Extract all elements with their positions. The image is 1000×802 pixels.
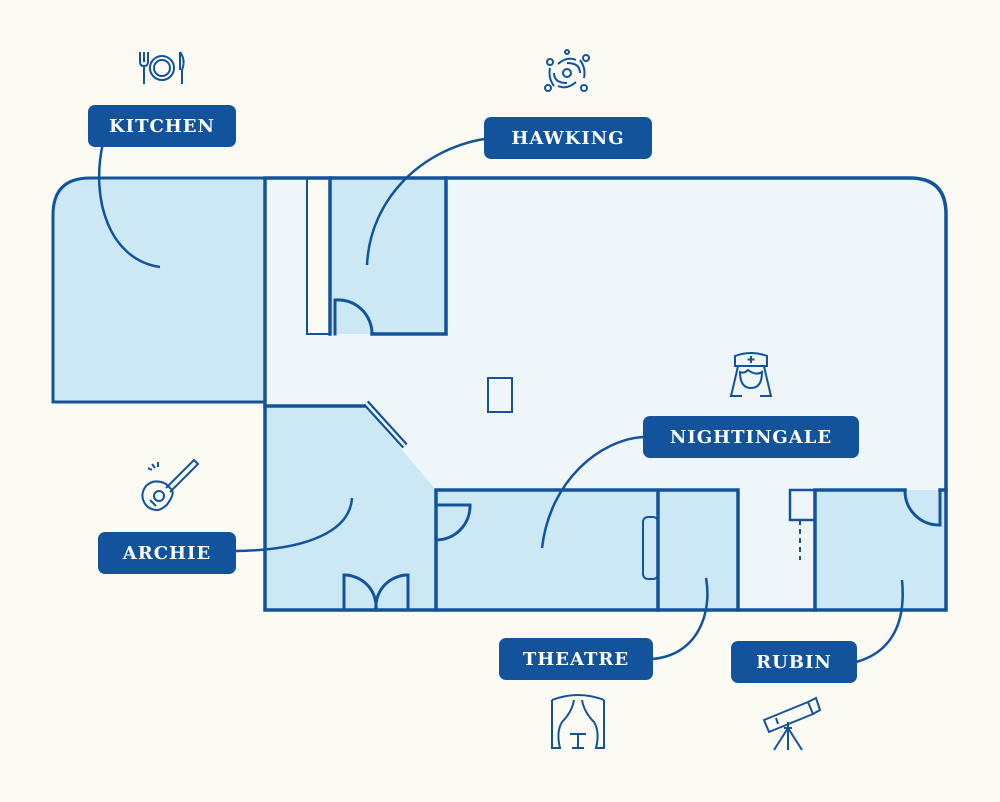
kitchen-room [51,176,267,404]
nightingale-leader [540,435,644,549]
nightingale-room [436,490,658,610]
rubin-room [815,490,946,610]
theatre-stage [642,516,659,580]
corridor-strip [306,177,331,335]
galaxy-orbit-icon [544,49,590,92]
walls [263,176,948,612]
hawking-room [330,178,446,334]
archie-label[interactable]: ARCHIE [98,532,236,574]
telescope-icon [762,696,822,751]
leader-lines [97,137,904,664]
hall-pillar [487,377,513,413]
archie-leader [235,497,354,553]
theatre-label[interactable]: THEATRE [499,638,653,680]
rubin-leader [855,579,904,664]
kitchen-leader [97,142,161,269]
hawking-label[interactable]: HAWKING [484,117,652,159]
kitchen-label[interactable]: KITCHEN [88,105,236,147]
nurse-icon [729,352,773,397]
theatre-room [658,490,738,610]
rubin-label[interactable]: RUBIN [731,641,857,683]
hawking-leader [365,137,485,266]
dining-plate-icon [139,51,185,84]
theatre-leader [651,577,709,661]
stage-curtain-icon [551,694,605,749]
nightingale-label[interactable]: NIGHTINGALE [643,416,859,458]
guitar-icon [141,458,200,512]
